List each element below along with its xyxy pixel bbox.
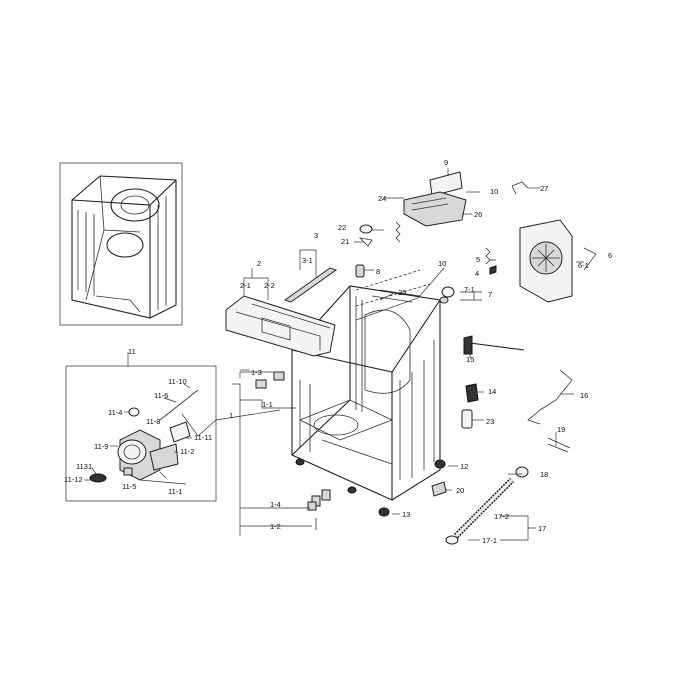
label-2-2: 2-2 xyxy=(264,281,275,290)
label-4: 4 xyxy=(475,269,479,278)
label-3: 3 xyxy=(314,231,318,240)
label-18: 18 xyxy=(540,470,548,479)
label-11-4: 11-4 xyxy=(108,408,122,417)
label-20: 20 xyxy=(456,486,464,495)
label-27: 27 xyxy=(540,184,548,193)
cabinet-frame xyxy=(291,285,441,501)
part-15-rod xyxy=(463,335,525,355)
label-6: 6 xyxy=(608,251,612,260)
label-5: 5 xyxy=(476,255,480,264)
label-11-10: 11-10 xyxy=(168,377,187,386)
label-15: 15 xyxy=(466,355,474,364)
part-5-spring xyxy=(485,247,491,265)
label-7-1: 7-1 xyxy=(464,285,475,294)
part-13-foot xyxy=(378,507,390,517)
label-22: 22 xyxy=(338,223,346,232)
part-12-foot xyxy=(434,459,446,469)
label-2-1: 2-1 xyxy=(240,281,251,290)
part-7-1-grommet xyxy=(439,296,449,304)
label-14: 14 xyxy=(488,387,496,396)
label-11-11: 11-11 xyxy=(194,433,212,442)
label-11-9: 11-9 xyxy=(94,442,108,451)
part-1-3-clip xyxy=(255,379,267,389)
part-1-4-legs xyxy=(307,489,331,511)
label-26: 26 xyxy=(474,210,482,219)
part-7-grommet xyxy=(441,286,455,298)
label-10-mid: 10 xyxy=(438,259,446,268)
label-3-1: 3-1 xyxy=(302,256,313,265)
label-11-8: 11-8 xyxy=(146,417,160,426)
pump-assembly xyxy=(65,365,217,502)
dispenser-housing xyxy=(403,171,467,227)
foot-a xyxy=(295,458,305,466)
label-1-4: 1-4 xyxy=(270,500,281,509)
label-2: 2 xyxy=(257,259,261,268)
label-1-2: 1-2 xyxy=(270,522,281,531)
part-19-cable xyxy=(547,437,571,453)
part-23-filter xyxy=(461,409,473,429)
label-11-2: 11-2 xyxy=(180,447,194,456)
part-18-clamp xyxy=(515,466,529,478)
part-22-clip xyxy=(359,224,373,234)
label-11-1: 11-1 xyxy=(168,487,182,496)
label-24: 24 xyxy=(378,194,386,203)
label-17-1: 17-1 xyxy=(482,536,497,545)
part-16-harness xyxy=(527,369,573,425)
label-11: 11 xyxy=(128,347,136,356)
label-1-3: 1-3 xyxy=(251,368,262,377)
label-13: 13 xyxy=(402,510,410,519)
part-8-cylinder xyxy=(355,264,365,278)
label-25: 25 xyxy=(398,288,406,297)
part-25-area xyxy=(355,269,431,307)
callout-labels: 1 1-1 1-2 1-3 1-4 2 2-1 2-2 3 3-1 5 4 6 … xyxy=(64,158,612,545)
part-20-pad xyxy=(431,481,447,497)
part-17-drain-hose xyxy=(445,477,515,545)
label-1: 1 xyxy=(229,411,233,420)
label-11-6: 11-6 xyxy=(154,391,168,400)
label-9: 9 xyxy=(444,158,448,167)
label-17: 17 xyxy=(538,524,546,533)
label-7: 7 xyxy=(488,290,492,299)
label-21: 21 xyxy=(341,237,349,246)
label-16: 16 xyxy=(580,391,588,400)
assembled-cabinet-inset xyxy=(59,162,183,326)
part-4-clip xyxy=(489,265,497,275)
part-14-bolt xyxy=(465,383,479,403)
part-27-connector xyxy=(511,181,529,195)
label-6-1: 6-1 xyxy=(578,261,589,270)
part-1-3-clip-b xyxy=(273,371,285,381)
label-8: 8 xyxy=(376,267,380,276)
label-12: 12 xyxy=(460,462,468,471)
rear-cover xyxy=(519,219,573,303)
spring-21 xyxy=(395,221,401,243)
part-3-bracket xyxy=(283,267,338,303)
label-11-12: 11-12 xyxy=(64,475,83,484)
label-19: 19 xyxy=(557,425,565,434)
control-panel-frame xyxy=(225,295,336,357)
label-11-5: 11-5 xyxy=(122,482,136,491)
leader-lines xyxy=(84,168,597,541)
foot-b xyxy=(347,486,357,494)
label-1131: 1131 xyxy=(76,462,92,471)
label-17-2: 17-2 xyxy=(494,512,509,521)
label-23: 23 xyxy=(486,417,494,426)
label-10-top: 10 xyxy=(490,187,498,196)
label-1-1: 1-1 xyxy=(262,400,273,409)
